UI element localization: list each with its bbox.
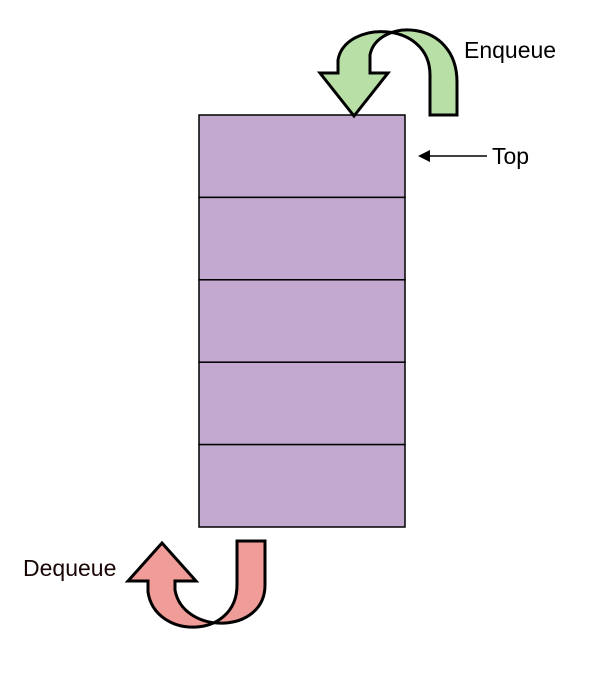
queue-stack — [198, 114, 406, 528]
top-pointer — [418, 150, 487, 162]
queue-cell — [198, 279, 406, 363]
dequeue-label: Dequeue — [23, 555, 116, 581]
enqueue-arrow — [316, 28, 459, 119]
queue-cell — [198, 196, 406, 281]
top-pointer-arrowhead — [418, 150, 430, 162]
queue-cell — [198, 443, 406, 528]
top-label: Top — [492, 143, 529, 169]
dequeue-arrow — [124, 539, 267, 629]
enqueue-label: Enqueue — [464, 37, 556, 63]
queue-cell — [198, 361, 406, 446]
queue-cell — [198, 114, 406, 199]
